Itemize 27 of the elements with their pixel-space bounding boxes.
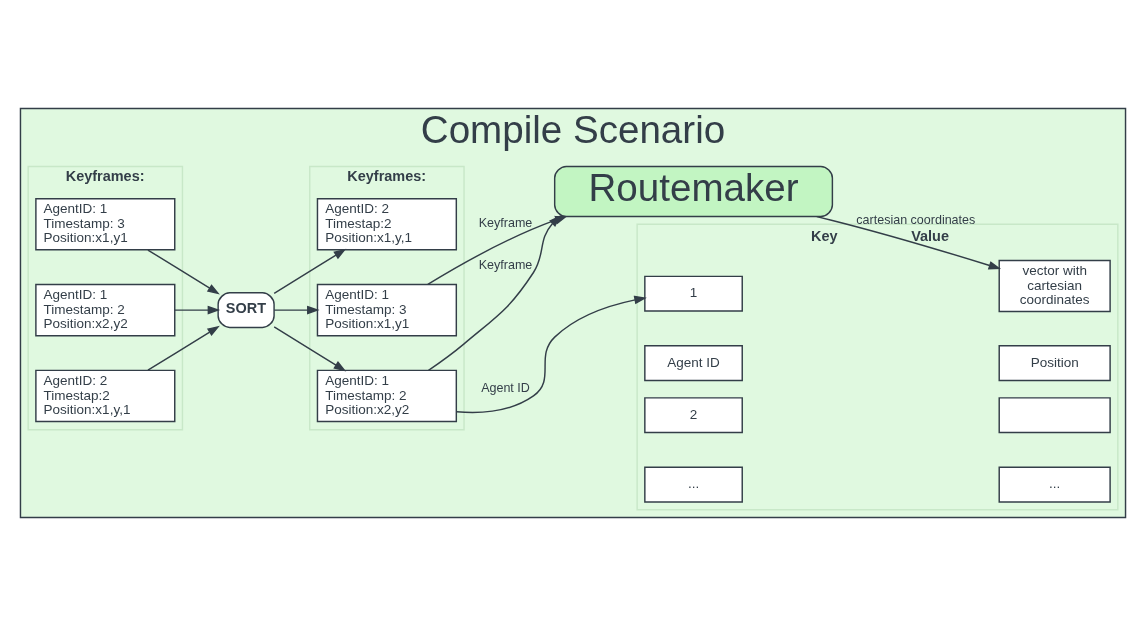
node-box: AgentID: 1 Timestamp: 2 Position:x2,y2 <box>316 369 458 422</box>
arrow <box>273 305 320 314</box>
arrow <box>273 248 347 294</box>
node-box: 2 <box>644 396 743 433</box>
node-box <box>998 396 1111 433</box>
node-box: AgentID: 1 Timestamp: 3 Position:x1,y1 <box>35 197 176 251</box>
arrow <box>174 305 221 314</box>
node-box: Position <box>998 344 1111 381</box>
node-box: AgentID: 1 Timestamp: 2 Position:x2,y2 <box>35 283 176 336</box>
node-box: 1 <box>644 275 743 312</box>
node-box: AgentID: 2 Timestap:2 Position:x1,y,1 <box>316 197 458 251</box>
arrow <box>816 215 1002 270</box>
node-box: vector with cartesian coordinates <box>998 259 1111 312</box>
node-box: SORT <box>217 291 275 328</box>
edge-label: Agent ID <box>481 380 530 395</box>
arrow <box>273 325 347 371</box>
edge-label: Keyframe <box>478 215 533 230</box>
node-box: ... <box>644 466 743 503</box>
arrow <box>147 325 220 371</box>
edge-label: Keyframe <box>478 257 533 272</box>
arrow <box>147 248 220 294</box>
node-box: AgentID: 1 Timestamp: 3 Position:x1,y1 <box>316 283 458 336</box>
node-box: Routemaker <box>553 165 834 217</box>
arrow <box>455 295 647 413</box>
node-box: Agent ID <box>644 344 743 381</box>
node-box: ... <box>998 466 1111 503</box>
node-box: AgentID: 2 Timestap:2 Position:x1,y,1 <box>35 369 176 422</box>
